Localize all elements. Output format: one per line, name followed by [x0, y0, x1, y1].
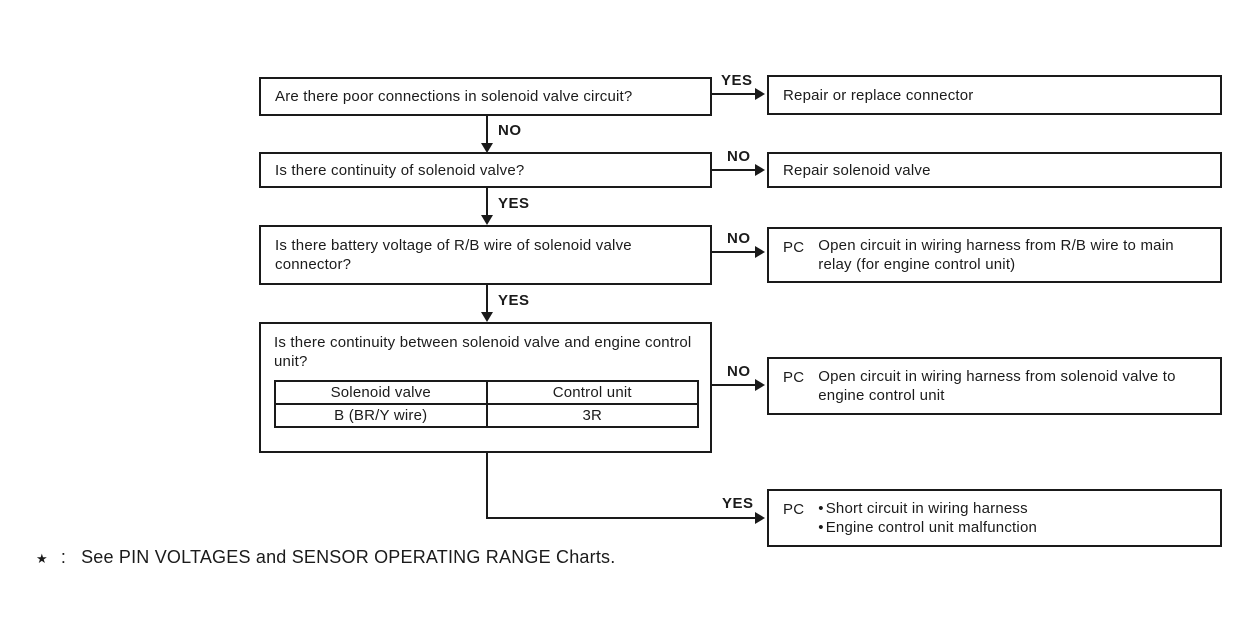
- question-text: Is there continuity of solenoid valve?: [275, 161, 525, 179]
- flow-box-r4: PC Open circuit in wiring harness from s…: [767, 357, 1222, 415]
- result-text: Open circuit in wiring harness from R/B …: [818, 237, 1174, 273]
- branch-label-yes: YES: [721, 72, 753, 89]
- bullet-item: • Short circuit in wiring harness: [818, 499, 1037, 518]
- arrow-right-icon: [755, 512, 765, 524]
- flow-box-q2: Is there continuity of solenoid valve?: [259, 152, 712, 188]
- flow-box-r3: PC Open circuit in wiring harness from R…: [767, 227, 1222, 283]
- arrow-down-icon: [481, 215, 493, 225]
- flow-box-q3: Is there battery voltage of R/B wire of …: [259, 225, 712, 285]
- result-text: Short circuit in wiring harness: [825, 500, 1028, 517]
- result-text: Open circuit in wiring harness from sole…: [818, 368, 1176, 404]
- table-header-cell: Solenoid valve: [274, 380, 488, 405]
- arrow-right-icon: [755, 88, 765, 100]
- flow-box-r1: Repair or replace connector: [767, 75, 1222, 115]
- question-text: Is there continuity between solenoid val…: [274, 334, 692, 370]
- arrow-right-icon: [755, 246, 765, 258]
- flow-box-q4: Is there continuity between solenoid val…: [259, 322, 712, 453]
- pc-label: PC: [783, 239, 805, 256]
- pc-label: PC: [783, 369, 805, 386]
- connector-line-q2-q3: [486, 188, 488, 216]
- connector-line-q2-r2: [712, 169, 756, 171]
- footnote-separator: :: [60, 547, 67, 567]
- bullet-icon: •: [818, 519, 824, 536]
- branch-label-yes: YES: [498, 292, 530, 309]
- pc-label: PC: [783, 501, 805, 518]
- bullet-icon: •: [818, 500, 824, 517]
- arrow-right-icon: [755, 379, 765, 391]
- result-text: Engine control unit malfunction: [825, 519, 1038, 536]
- question-text: Are there poor connections in solenoid v…: [275, 88, 633, 105]
- flow-box-q1: Are there poor connections in solenoid v…: [259, 77, 712, 116]
- branch-label-yes: YES: [722, 495, 754, 512]
- flow-box-r2: Repair solenoid valve: [767, 152, 1222, 188]
- pin-continuity-table: Solenoid valve Control unit B (BR/Y wire…: [274, 380, 699, 428]
- table-header-cell: Control unit: [485, 380, 699, 405]
- branch-label-no: NO: [498, 122, 522, 139]
- table-header-row: Solenoid valve Control unit: [274, 380, 699, 405]
- result-text: Repair or replace connector: [783, 86, 974, 104]
- connector-line-q4-r4: [712, 384, 756, 386]
- table-cell: 3R: [485, 403, 699, 428]
- table-row: B (BR/Y wire) 3R: [274, 403, 699, 428]
- branch-label-no: NO: [727, 230, 751, 247]
- connector-line-q1-r1: [712, 93, 756, 95]
- branch-label-yes: YES: [498, 195, 530, 212]
- branch-label-no: NO: [727, 363, 751, 380]
- question-text: Is there battery voltage of R/B wire of …: [275, 237, 632, 273]
- table-cell: B (BR/Y wire): [274, 403, 488, 428]
- arrow-down-icon: [481, 312, 493, 322]
- footnote-text: See PIN VOLTAGES and SENSOR OPERATING RA…: [81, 547, 616, 567]
- arrow-down-icon: [481, 143, 493, 153]
- branch-label-no: NO: [727, 148, 751, 165]
- result-text: Repair solenoid valve: [783, 161, 931, 179]
- bullet-item: • Engine control unit malfunction: [818, 518, 1037, 537]
- connector-line-q1-q2: [486, 116, 488, 145]
- connector-line-q3-q4: [486, 285, 488, 313]
- flow-box-r5: PC • Short circuit in wiring harness • E…: [767, 489, 1222, 547]
- connector-line-q4-r5: [486, 517, 756, 519]
- connector-line-q4-down: [486, 453, 488, 519]
- arrow-right-icon: [755, 164, 765, 176]
- result-bullet-list: • Short circuit in wiring harness • Engi…: [818, 499, 1037, 537]
- connector-line-q3-r3: [712, 251, 756, 253]
- footnote: ★ : See PIN VOLTAGES and SENSOR OPERATIN…: [36, 547, 615, 568]
- star-icon: ★: [36, 551, 48, 566]
